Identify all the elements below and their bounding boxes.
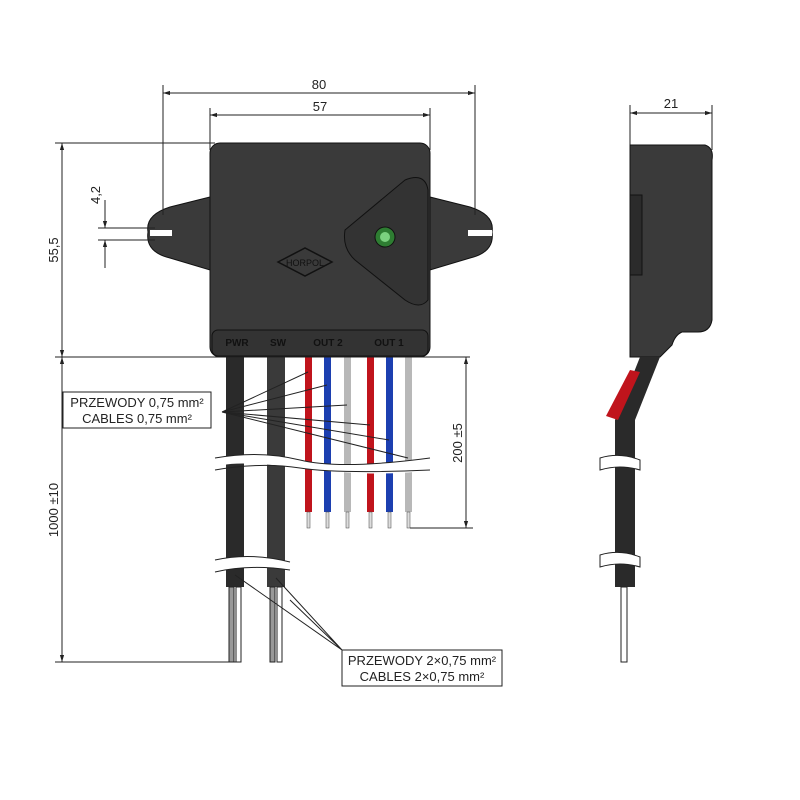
front-view: HORPOL PWR SW OUT 2 OUT 1 PRZEWODY 0,75 …	[62, 142, 503, 687]
wire-tip	[325, 511, 330, 529]
dim-depth: 21	[664, 96, 678, 111]
side-view	[599, 144, 713, 663]
label-pwr: PWR	[225, 338, 249, 349]
cable-pwr-ends	[228, 586, 242, 663]
svg-text:PRZEWODY 2×0,75 mm²: PRZEWODY 2×0,75 mm²	[348, 653, 497, 668]
wire-grey	[344, 357, 351, 512]
callout-single: PRZEWODY 0,75 mm² CABLES 0,75 mm²	[62, 391, 212, 429]
wire-grey	[405, 357, 412, 512]
wire-tip	[368, 511, 373, 529]
horpol-logo: HORPOL	[276, 247, 334, 277]
mounting-ear-right	[429, 196, 493, 271]
wire-tip	[345, 511, 350, 529]
svg-text:CABLES 0,75 mm²: CABLES 0,75 mm²	[82, 411, 192, 426]
wire-red	[305, 357, 312, 512]
dim-width-total: 80	[312, 77, 326, 92]
wire-red	[367, 357, 374, 512]
dim-cable-short: 200 ±5	[450, 423, 465, 463]
side-cable	[615, 357, 660, 587]
wire-tip	[406, 511, 411, 529]
label-out1: OUT 1	[374, 338, 404, 349]
wire-blue	[324, 357, 331, 512]
dim-hole: 4,2	[88, 186, 103, 204]
dim-cable-long: 1000 ±10	[46, 483, 61, 537]
svg-text:HORPOL: HORPOL	[286, 258, 324, 268]
callout-double: PRZEWODY 2×0,75 mm² CABLES 2×0,75 mm²	[341, 649, 503, 687]
dim-height-body: 55,5	[46, 237, 61, 262]
wire-tip	[306, 511, 311, 529]
label-out2: OUT 2	[313, 338, 343, 349]
dim-width-body: 57	[313, 99, 327, 114]
svg-text:PRZEWODY 0,75 mm²: PRZEWODY 0,75 mm²	[70, 395, 204, 410]
svg-text:CABLES 2×0,75 mm²: CABLES 2×0,75 mm²	[360, 669, 485, 684]
wire-tip	[387, 511, 392, 529]
cable-sw	[267, 357, 285, 587]
thin-wires	[305, 357, 412, 529]
label-sw: SW	[270, 338, 287, 349]
cable-sw-ends	[269, 586, 283, 663]
side-body	[629, 144, 713, 358]
wire-blue	[386, 357, 393, 512]
dimension-lines	[55, 85, 713, 663]
cable-pwr	[226, 357, 244, 587]
mounting-ear-left	[147, 196, 211, 271]
